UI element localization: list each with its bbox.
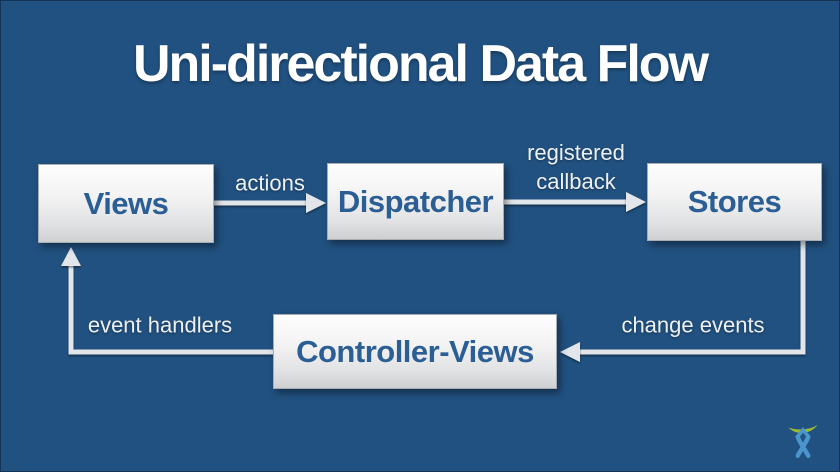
node-views-label: Views (83, 185, 169, 221)
logo-figure-head (796, 427, 810, 438)
arrowhead-into-views (61, 247, 81, 266)
node-views: Views (38, 164, 214, 243)
edge-label-change-events: change events (621, 312, 765, 338)
node-stores: Stores (647, 163, 822, 241)
logo-figure-body (795, 434, 811, 458)
arrowhead-into-dispatcher (306, 193, 326, 213)
node-dispatcher: Dispatcher (327, 163, 504, 240)
node-stores-label: Stores (687, 184, 782, 219)
edge-label-event-handlers: event handlers (87, 312, 233, 338)
node-controller-views: Controller-Views (273, 314, 557, 389)
edge-label-registered-callback: registered callback (527, 138, 625, 196)
arrow-stores-to-controller-views (578, 241, 806, 355)
arrow-controller-views-to-views (68, 264, 273, 355)
edge-label-registered-line2: callback (536, 169, 616, 194)
slide-title: Uni-directional Data Flow (132, 35, 709, 93)
edge-label-actions: actions (235, 170, 305, 196)
node-dispatcher-label: Dispatcher (337, 183, 494, 219)
arrowhead-into-stores (626, 192, 646, 212)
logo-green-arc (788, 424, 818, 433)
arrowhead-into-controller-views (560, 342, 580, 362)
atlassian-charlie-logo (788, 424, 818, 458)
edge-label-registered-line1: registered (527, 140, 625, 165)
node-controller-views-label: Controller-Views (296, 333, 534, 369)
